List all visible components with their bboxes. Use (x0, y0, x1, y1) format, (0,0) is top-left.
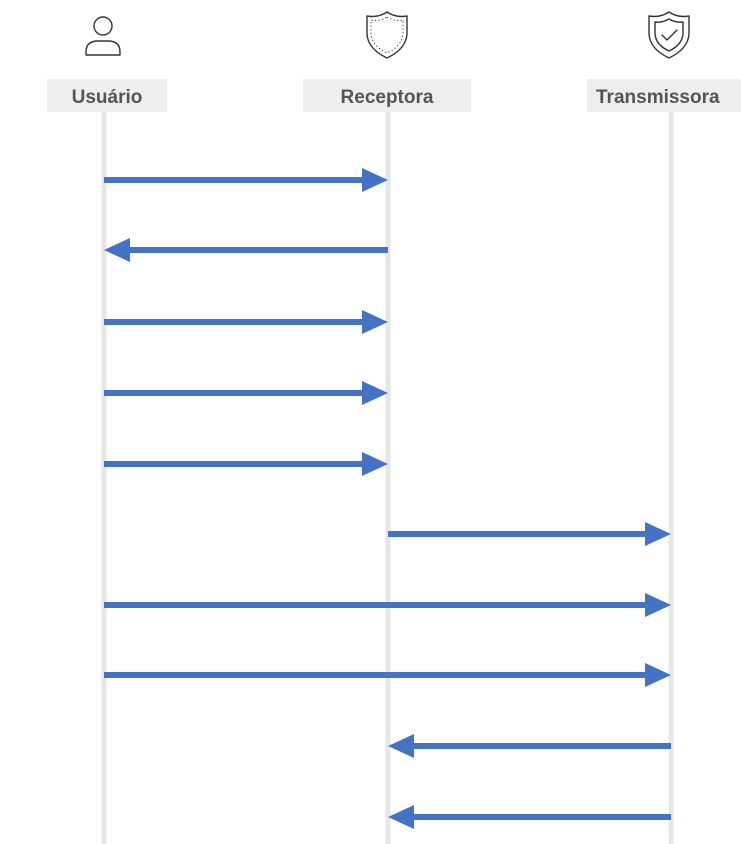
shield-check-icon (648, 11, 690, 59)
message-7 (104, 663, 671, 687)
participant-label-transmissora: Transmissora (596, 87, 720, 108)
arrowhead-right (645, 663, 671, 687)
arrowhead-right (645, 593, 671, 617)
lifelines (101, 112, 674, 844)
message-6 (104, 593, 671, 617)
participant-usuario: Usuário (47, 16, 167, 112)
message-5 (388, 522, 671, 546)
message-2 (104, 310, 388, 334)
message-9 (388, 805, 671, 829)
message-1 (104, 238, 388, 262)
arrowhead-left (388, 805, 414, 829)
message-4 (104, 452, 388, 476)
participant-transmissora: Transmissora (587, 11, 741, 112)
participant-label-box-receptora (303, 79, 471, 112)
arrowhead-right (362, 381, 388, 405)
shield-icon (366, 11, 408, 59)
arrowhead-right (362, 310, 388, 334)
arrowhead-left (104, 238, 130, 262)
participant-receptora: Receptora (303, 11, 471, 112)
message-0 (104, 168, 388, 192)
user-icon (85, 16, 121, 56)
message-3 (104, 381, 388, 405)
participant-label-usuario: Usuário (72, 87, 143, 108)
participant-label-box-usuario (47, 79, 167, 112)
arrowhead-right (362, 452, 388, 476)
participant-label-receptora: Receptora (341, 87, 434, 108)
arrowhead-left (388, 734, 414, 758)
arrowhead-right (645, 522, 671, 546)
message-8 (388, 734, 671, 758)
arrowhead-right (362, 168, 388, 192)
participant-label-box-transmissora (587, 79, 741, 112)
